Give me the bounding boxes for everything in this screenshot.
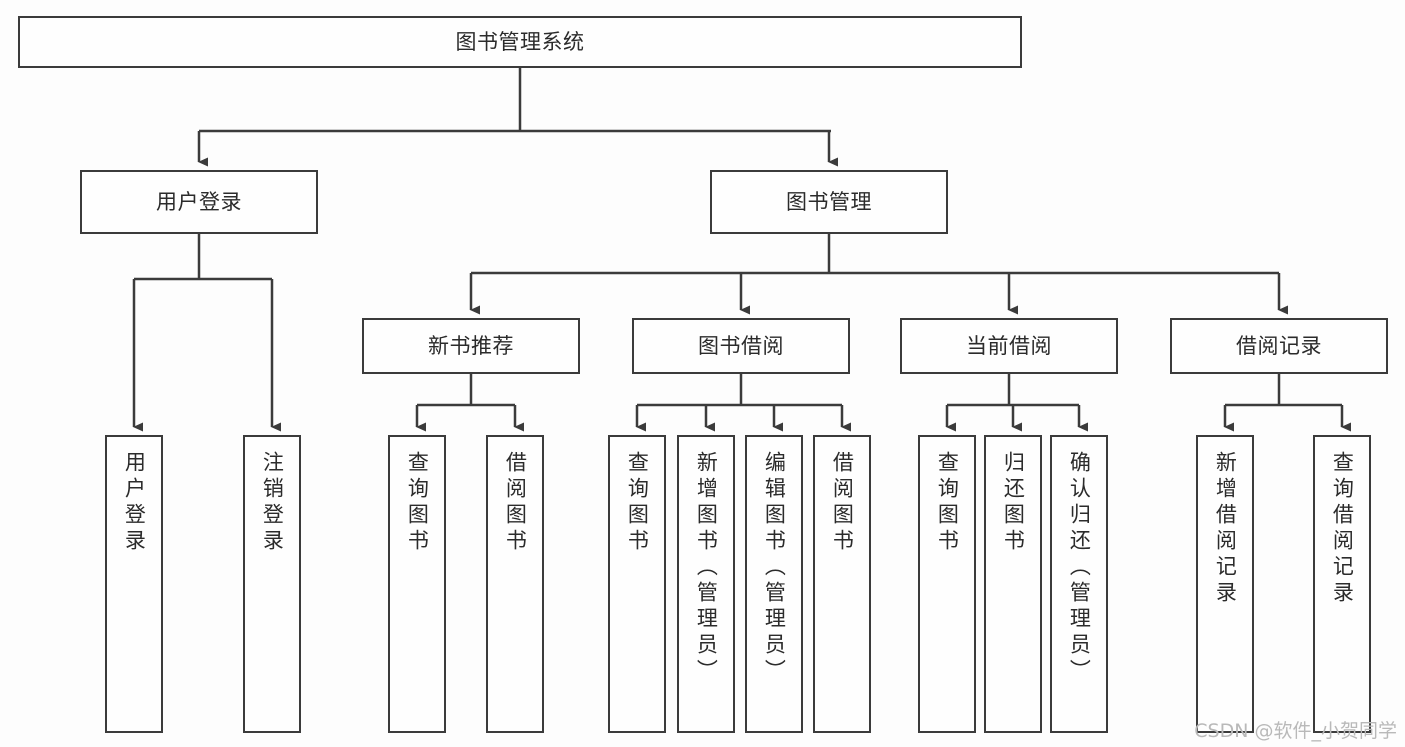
leaf-borrow-book-recommend[interactable]: 借阅图书 — [486, 435, 544, 733]
leaf-query-book-current-label: 查询图书 — [935, 451, 960, 555]
leaf-query-book[interactable]: 查询图书 — [608, 435, 666, 733]
leaf-logout-label: 注销登录 — [260, 451, 285, 555]
leaf-borrow-book[interactable]: 借阅图书 — [813, 435, 871, 733]
node-new-book-recommend[interactable]: 新书推荐 — [362, 318, 580, 374]
node-book-management[interactable]: 图书管理 — [710, 170, 948, 234]
leaf-edit-book-admin[interactable]: 编辑图书（管理员） — [745, 435, 803, 733]
leaf-confirm-return-admin[interactable]: 确认归还（管理员） — [1050, 435, 1108, 733]
leaf-logout[interactable]: 注销登录 — [243, 435, 301, 733]
leaf-edit-book-admin-label: 编辑图书（管理员） — [762, 451, 787, 685]
node-book-borrow[interactable]: 图书借阅 — [632, 318, 850, 374]
node-current-borrow[interactable]: 当前借阅 — [900, 318, 1118, 374]
node-book-management-label: 图书管理 — [786, 189, 872, 214]
node-root-label: 图书管理系统 — [455, 29, 585, 54]
leaf-query-book-recommend[interactable]: 查询图书 — [388, 435, 446, 733]
node-new-book-recommend-label: 新书推荐 — [428, 333, 514, 358]
leaf-query-borrow-record-label: 查询借阅记录 — [1330, 451, 1355, 607]
node-root[interactable]: 图书管理系统 — [18, 16, 1022, 68]
leaf-add-borrow-record-label: 新增借阅记录 — [1213, 451, 1238, 607]
leaf-add-borrow-record[interactable]: 新增借阅记录 — [1196, 435, 1254, 733]
leaf-return-book-label: 归还图书 — [1001, 451, 1026, 555]
node-user-login-label: 用户登录 — [156, 189, 242, 214]
leaf-query-borrow-record[interactable]: 查询借阅记录 — [1313, 435, 1371, 733]
leaf-add-book-admin[interactable]: 新增图书（管理员） — [677, 435, 735, 733]
leaf-user-login[interactable]: 用户登录 — [105, 435, 163, 733]
node-user-login[interactable]: 用户登录 — [80, 170, 318, 234]
leaf-confirm-return-admin-label: 确认归还（管理员） — [1067, 451, 1092, 685]
leaf-query-book-label: 查询图书 — [625, 451, 650, 555]
leaf-return-book[interactable]: 归还图书 — [984, 435, 1042, 733]
node-current-borrow-label: 当前借阅 — [966, 333, 1052, 358]
node-borrow-record-label: 借阅记录 — [1236, 333, 1322, 358]
leaf-user-login-label: 用户登录 — [122, 451, 147, 555]
leaf-borrow-book-recommend-label: 借阅图书 — [503, 451, 528, 555]
node-book-borrow-label: 图书借阅 — [698, 333, 784, 358]
leaf-query-book-recommend-label: 查询图书 — [405, 451, 430, 555]
node-borrow-record[interactable]: 借阅记录 — [1170, 318, 1388, 374]
leaf-borrow-book-label: 借阅图书 — [830, 451, 855, 555]
leaf-add-book-admin-label: 新增图书（管理员） — [694, 451, 719, 685]
leaf-query-book-current[interactable]: 查询图书 — [918, 435, 976, 733]
